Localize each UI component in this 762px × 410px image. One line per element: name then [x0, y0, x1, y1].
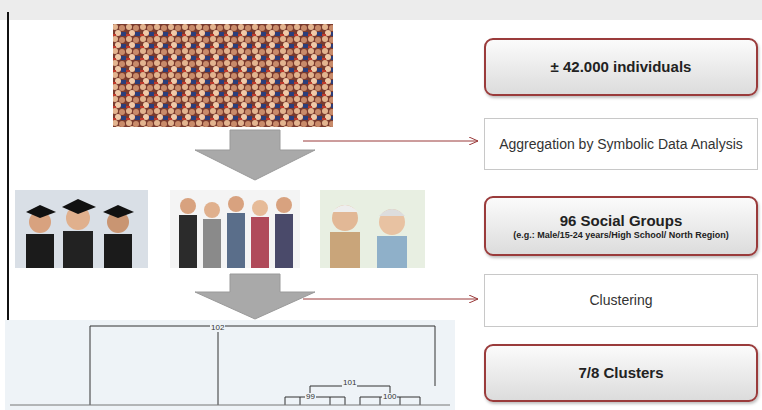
down-arrow [195, 274, 315, 319]
box-title: 7/8 Clusters [578, 364, 663, 382]
stage-box: 96 Social Groups(e.g.: Male/15-24 years/… [484, 196, 758, 256]
dendrogram [5, 320, 455, 410]
crowd-photo [113, 24, 333, 127]
cluster-number: 102 [210, 324, 225, 332]
cluster-number: 101 [342, 379, 357, 387]
box-title: Aggregation by Symbolic Data Analysis [499, 136, 743, 153]
box-title: ± 42.000 individuals [551, 58, 692, 76]
elderly-photo [320, 190, 425, 268]
graduates-photo [15, 190, 148, 268]
process-box: Aggregation by Symbolic Data Analysis [484, 118, 758, 170]
stage-box: ± 42.000 individuals [484, 38, 758, 96]
young-people-photo [170, 190, 300, 268]
stage-box: 7/8 Clusters [484, 344, 758, 402]
box-title: 96 Social Groups [560, 212, 683, 230]
cluster-number: 99 [305, 393, 316, 401]
box-subtitle: (e.g.: Male/15-24 years/High School/ Nor… [513, 230, 729, 241]
leader-arrow [303, 299, 478, 300]
down-arrow [195, 130, 315, 180]
box-title: Clustering [589, 292, 652, 309]
process-box: Clustering [484, 274, 758, 327]
leader-arrow [303, 141, 478, 142]
top-band [0, 0, 762, 20]
cluster-number: 100 [382, 393, 397, 401]
